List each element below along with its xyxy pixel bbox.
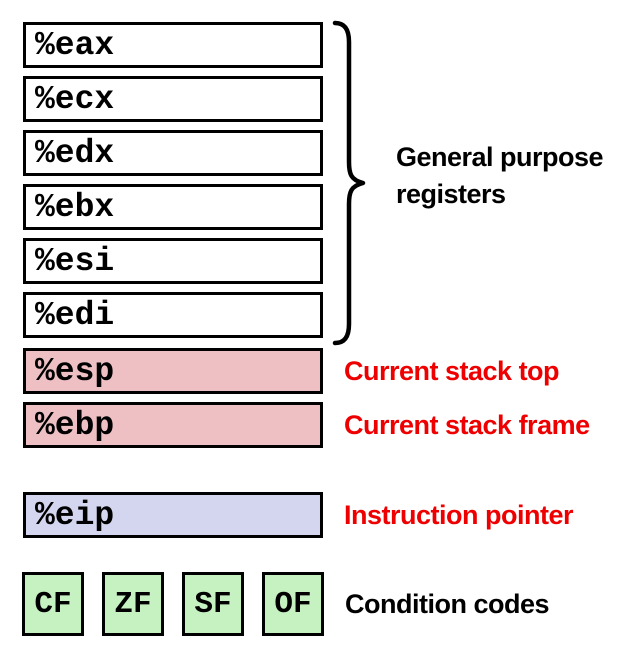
register-box-ecx: %ecx <box>23 76 323 122</box>
register-name-edi: %edi <box>35 296 115 334</box>
register-box-edi: %edi <box>23 292 323 338</box>
curly-brace-icon <box>332 20 366 346</box>
flag-name-cf: CF <box>34 586 72 622</box>
condition-codes-row: CF ZF SF OF Condition codes <box>22 572 550 636</box>
current-stack-frame-label: Current stack frame <box>344 409 590 440</box>
general-registers-group: %eax %ecx %edx %ebx %esi %edi <box>23 22 323 338</box>
register-name-esi: %esi <box>35 242 115 280</box>
register-box-ebp: %ebp <box>23 402 323 448</box>
register-name-ebp: %ebp <box>35 406 115 444</box>
flag-box-zf: ZF <box>102 572 164 636</box>
register-name-eip: %eip <box>35 496 115 534</box>
register-name-ecx: %ecx <box>35 80 115 118</box>
eip-row: %eip Instruction pointer <box>23 492 574 538</box>
flag-name-zf: ZF <box>114 586 152 622</box>
instruction-pointer-label: Instruction pointer <box>344 499 574 530</box>
condition-codes-label: Condition codes <box>345 588 550 619</box>
flag-box-of: OF <box>262 572 324 636</box>
register-box-eax: %eax <box>23 22 323 68</box>
general-registers-label: General purpose registers <box>396 142 604 209</box>
register-box-ebx: %ebx <box>23 184 323 230</box>
register-box-edx: %edx <box>23 130 323 176</box>
flag-name-sf: SF <box>194 586 232 622</box>
register-name-eax: %eax <box>35 26 115 64</box>
register-name-ebx: %ebx <box>35 188 115 226</box>
register-name-esp: %esp <box>35 352 115 390</box>
ebp-row: %ebp Current stack frame <box>23 402 590 448</box>
register-box-esi: %esi <box>23 238 323 284</box>
esp-row: %esp Current stack top <box>23 348 560 394</box>
register-box-esp: %esp <box>23 348 323 394</box>
condition-code-flags: CF ZF SF OF <box>22 572 324 636</box>
flag-name-of: OF <box>274 586 312 622</box>
current-stack-top-label: Current stack top <box>344 355 560 386</box>
flag-box-cf: CF <box>22 572 84 636</box>
register-box-eip: %eip <box>23 492 323 538</box>
register-name-edx: %edx <box>35 134 115 172</box>
flag-box-sf: SF <box>182 572 244 636</box>
